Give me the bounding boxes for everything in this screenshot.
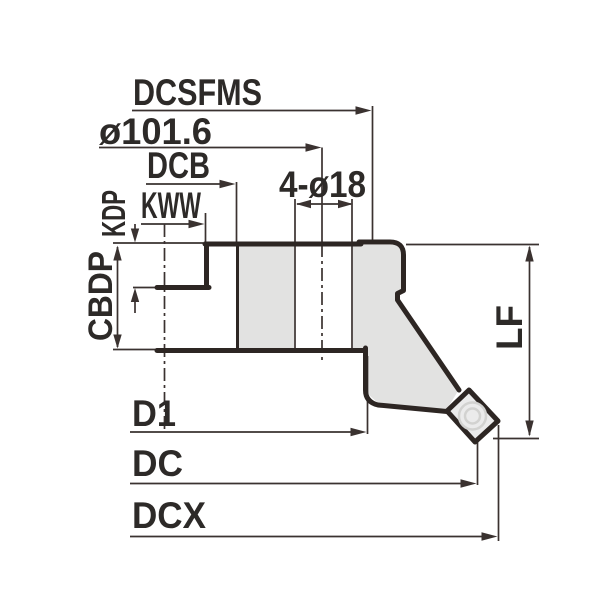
- section-fill-right-nose: [353, 245, 458, 409]
- insert-screw-hole-inner-icon: [463, 407, 482, 425]
- dimension-lines: [99, 109, 531, 538]
- label-dcx: DCX: [132, 495, 206, 536]
- outline-top-rim-right-edge: [356, 239, 462, 393]
- arrow-kdp-down: [130, 228, 140, 243]
- arrow-lf-bottom: [525, 420, 534, 437]
- arrow-kdp-up: [130, 288, 140, 302]
- label-cbdp: CBDP: [82, 251, 120, 341]
- label-kdp: KDP: [95, 190, 132, 237]
- label-mount-holes: 4-ø18: [279, 164, 366, 205]
- insert-screw-hole-icon: [457, 401, 488, 431]
- cutting-insert: [444, 387, 501, 445]
- outline-nose-underside: [363, 345, 450, 414]
- label-bolt-circle-diameter: ø101.6: [99, 111, 212, 152]
- arrow-bolt-circle: [305, 143, 322, 152]
- arrow-d1: [350, 427, 367, 437]
- arrow-cbdp-bottom: [113, 334, 122, 349]
- arrow-kww: [188, 219, 205, 229]
- arrow-cbdp-top: [113, 245, 122, 261]
- label-dc: DC: [132, 443, 183, 484]
- label-dcsfms: DCSFMS: [133, 72, 262, 113]
- arrow-dcx: [481, 532, 498, 541]
- label-kww: KWW: [141, 185, 201, 226]
- part-outline: [154, 239, 501, 445]
- arrowheads: [113, 106, 534, 541]
- label-lf: LF: [489, 305, 530, 350]
- center-lines: [163, 147, 323, 433]
- arrow-holes-left: [296, 199, 311, 209]
- arrow-dcsfms: [355, 106, 372, 115]
- section-fill-regions: [239, 245, 458, 409]
- arrow-dc: [460, 479, 477, 488]
- arrow-dcb: [219, 179, 236, 189]
- arrow-lf-top: [525, 245, 534, 262]
- label-dcb: DCB: [147, 145, 210, 186]
- section-fill-left: [239, 245, 294, 349]
- arrow-holes-right: [338, 199, 353, 209]
- dimension-labels: DCSFMS ø101.6 DCB KWW 4-ø18 D1 DC DCX KD…: [82, 72, 530, 536]
- label-d1: D1: [132, 393, 176, 434]
